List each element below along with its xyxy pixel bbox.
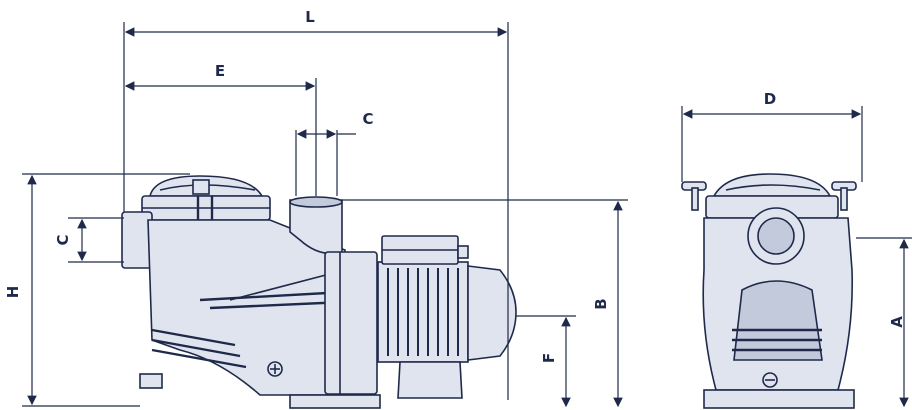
fan-cover (467, 265, 517, 361)
label-F: F (540, 353, 558, 363)
label-L: L (305, 8, 315, 26)
front-view-pump (681, 173, 857, 409)
front-base (703, 389, 855, 409)
label-A: A (888, 316, 906, 328)
label-C-side: C (54, 234, 72, 245)
pump-foot (289, 394, 381, 409)
label-E: E (215, 62, 225, 80)
lid-handle (192, 179, 210, 195)
label-B: B (592, 298, 610, 309)
label-D: D (764, 90, 776, 108)
motor-fins (387, 268, 459, 356)
motor-flange (324, 251, 378, 395)
base-ribs (151, 290, 346, 369)
dimension-lines (22, 22, 912, 408)
motor-body (377, 261, 469, 363)
side-view-pump (121, 175, 517, 409)
label-H: H (4, 286, 22, 299)
label-C-top: C (362, 110, 373, 128)
